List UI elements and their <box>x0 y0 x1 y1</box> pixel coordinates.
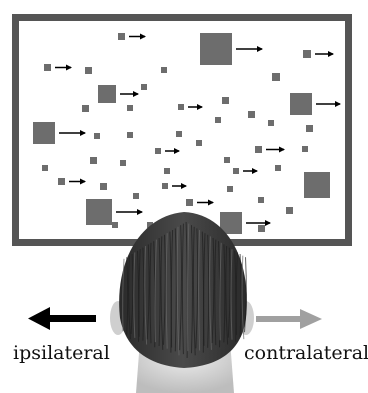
stimulus-square <box>141 84 147 90</box>
stimulus-square <box>233 168 239 174</box>
stimulus-square <box>215 117 221 123</box>
stimulus-square <box>268 120 274 126</box>
hair-strand <box>235 252 238 335</box>
hair-strand <box>219 242 222 341</box>
stimulus-square <box>303 50 311 58</box>
hair-strand <box>181 223 184 355</box>
hair-strand <box>191 225 193 354</box>
display-screen <box>12 14 352 246</box>
hair-strand <box>207 234 210 348</box>
hair-strand <box>195 228 199 349</box>
stimulus-square <box>133 193 139 199</box>
stimulus-square <box>33 122 55 144</box>
hair-strand <box>176 226 180 356</box>
stimulus-square <box>162 183 168 189</box>
hair-strand <box>149 242 152 344</box>
stimulus-square <box>120 160 126 166</box>
stimulus-square <box>258 197 264 203</box>
hair-strand <box>142 247 145 341</box>
stimulus-square <box>186 199 193 206</box>
stimulus-square <box>196 140 202 146</box>
stimulus-square <box>178 104 184 110</box>
contralateral-arrow-icon <box>256 309 322 329</box>
screen-surface <box>19 21 345 239</box>
hair-strand <box>223 244 226 343</box>
hair-strand <box>214 239 217 346</box>
hair-strand <box>165 233 168 349</box>
hair-strand <box>186 223 190 352</box>
hair-strand <box>122 258 125 332</box>
hair-strand <box>192 226 196 356</box>
stimulus-square <box>275 165 281 171</box>
hair-strand <box>203 233 206 346</box>
stimulus-square <box>86 199 112 225</box>
stimulus-square <box>82 105 89 112</box>
hair-strand <box>225 245 229 345</box>
stimulus-square <box>255 146 262 153</box>
stimulus-square <box>304 172 330 198</box>
hair-strand <box>170 229 174 348</box>
hair-strand <box>126 257 129 336</box>
stimulus-square <box>90 157 97 164</box>
stimulus-square <box>302 146 308 152</box>
hair-strand <box>241 255 245 340</box>
stimulus-square <box>44 64 51 71</box>
stimulus-square <box>58 178 65 185</box>
stimulus-square <box>94 133 100 139</box>
hair-strand <box>211 237 215 344</box>
hair-strand <box>130 253 134 335</box>
hair-strand <box>230 249 233 340</box>
stimulus-square <box>200 33 232 65</box>
stimulus-square <box>98 85 116 103</box>
stimulus-square <box>248 111 255 118</box>
hair-strand <box>133 252 136 338</box>
stimulus-square <box>306 125 313 132</box>
ipsilateral-label: ipsilateral <box>13 342 110 364</box>
hair-strand <box>128 255 131 340</box>
hair-strand <box>144 245 148 345</box>
hair-strand <box>209 236 212 350</box>
stimulus-square <box>147 222 153 228</box>
stimulus-square <box>127 132 133 138</box>
hair-strand <box>146 244 150 340</box>
ipsilateral-arrow-icon <box>28 307 96 330</box>
stimulus-square <box>42 165 48 171</box>
hair-strand <box>179 225 182 351</box>
stimulus-square <box>112 222 118 228</box>
stimulus-square <box>127 105 133 111</box>
stimulus-square <box>220 212 242 234</box>
hair-strand <box>138 249 141 337</box>
hair-strand <box>198 229 201 351</box>
stimulus-square <box>227 186 233 192</box>
hair-strand <box>244 257 247 333</box>
observer-head <box>110 212 254 393</box>
stimulus-square <box>272 73 280 81</box>
stimulus-square <box>286 207 293 214</box>
stimulus-square <box>224 157 230 163</box>
hair-strand <box>158 237 161 347</box>
random-dot-stimulus <box>33 33 341 234</box>
stimulus-square <box>85 67 92 74</box>
stimulus-square <box>100 183 107 190</box>
stimulus-square <box>118 33 125 40</box>
stimulus-square <box>222 97 229 104</box>
stimulus-square <box>290 93 312 115</box>
hair-strand <box>154 239 157 343</box>
stimulus-square <box>258 225 265 232</box>
hair-strand <box>227 247 231 338</box>
hair-strand <box>174 228 177 352</box>
stimulus-square <box>176 131 182 137</box>
contralateral-label: contralateral <box>244 342 368 364</box>
hair-strand <box>163 234 166 345</box>
stimulus-square <box>155 148 161 154</box>
hair-strand <box>160 236 164 350</box>
hair-strands <box>122 221 247 359</box>
stimulus-square <box>161 67 167 73</box>
stimulus-square <box>164 168 170 174</box>
hair-strand <box>239 253 242 338</box>
